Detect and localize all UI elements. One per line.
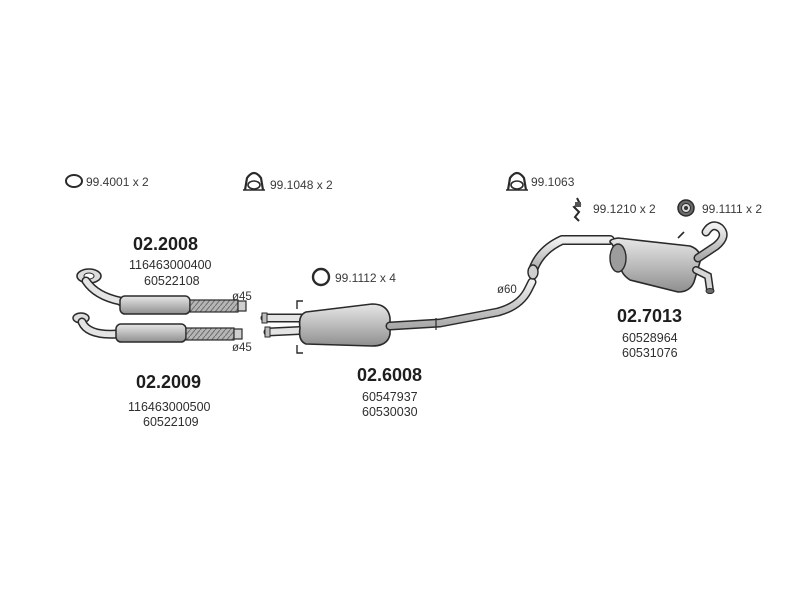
gasket-part-label: 99.1112 x 4: [335, 271, 396, 285]
upper-front-pipe-drawing: [76, 268, 247, 315]
oe-reference: 60530030: [362, 405, 418, 419]
rear-silencer-drawing: [527, 221, 728, 294]
oe-reference: 116463000400: [129, 258, 212, 272]
part-number: 02.2008: [133, 234, 199, 254]
hanger-icon: [572, 197, 582, 222]
oe-reference: 60522109: [143, 415, 199, 429]
part-number: 02.7013: [617, 306, 683, 326]
u-clamp-icon: [243, 171, 265, 191]
hanger-part-label: 99.1210 x 2: [593, 202, 656, 216]
rubber-mount-part-label: 99.1111 x 2: [702, 202, 763, 216]
ring-part-label: 99.4001 x 2: [86, 175, 149, 189]
oe-reference: 116463000500: [128, 400, 211, 414]
clamp-part-label-b: 99.1063: [531, 175, 575, 189]
clamp-part-label: 99.1048 x 2: [270, 178, 333, 192]
ring-icon: [65, 174, 83, 188]
oe-reference: 60522108: [144, 274, 200, 288]
oe-reference: 60531076: [622, 346, 678, 360]
lower-front-pipe-drawing: [72, 312, 243, 343]
middle-silencer-drawing: [260, 277, 537, 354]
upper-pipe-diameter-label: ø45: [232, 291, 252, 303]
tail-inlet-diameter-label: ø60: [497, 284, 517, 296]
part-number: 02.2009: [136, 372, 202, 392]
lower-pipe-diameter-label: ø45: [232, 342, 252, 354]
oe-reference: 60547937: [362, 390, 418, 404]
u-clamp-icon: [506, 171, 528, 191]
part-number: 02.6008: [357, 365, 423, 385]
rubber-mount-icon: [677, 199, 695, 217]
oe-reference: 60528964: [622, 331, 678, 345]
gasket-ring-icon: [311, 267, 331, 287]
